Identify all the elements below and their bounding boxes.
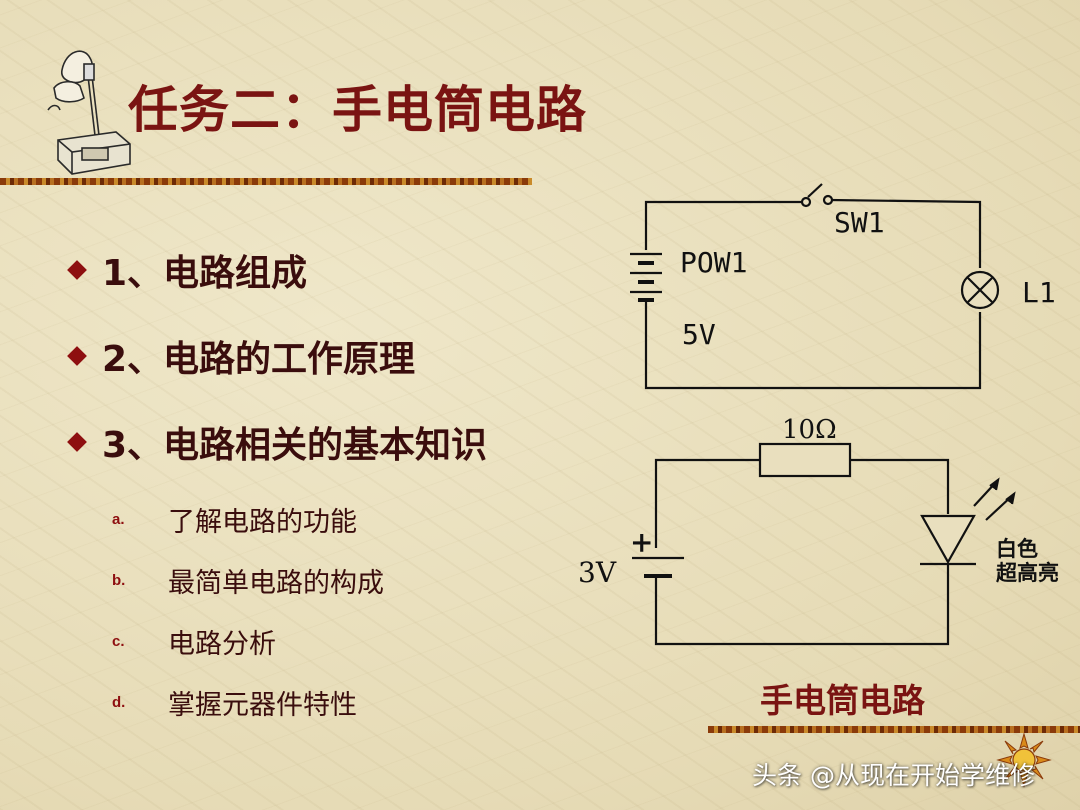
- led-label-line1: 白色: [996, 537, 1038, 561]
- led-label-line2: 超高亮: [996, 561, 1059, 585]
- title-divider: [0, 178, 532, 185]
- battery-3v-label: 3V: [578, 556, 617, 589]
- battery-3v-icon: [632, 556, 684, 578]
- voltage-label: 5V: [682, 318, 716, 351]
- circuit-schematics: SW1 POW1 5V L1 10Ω 3V + 白色 超高亮: [578, 183, 1059, 646]
- watermark-text: 头条 @从现在开始学维修: [752, 761, 1035, 790]
- diamond-bullet-icon: [67, 260, 87, 280]
- bullet-item: 3、电路相关的基本知识: [66, 416, 487, 468]
- led-icon: [920, 477, 1016, 566]
- sub-item-text: 电路分析: [168, 629, 276, 660]
- sub-item-letter: d.: [112, 694, 126, 711]
- sub-item: a. 了解电路的功能: [112, 500, 357, 539]
- sub-item-text: 最简单电路的构成: [168, 568, 384, 599]
- sub-item-text: 了解电路的功能: [168, 507, 357, 538]
- switch-contact-icon: [822, 194, 834, 206]
- sub-item: b. 最简单电路的构成: [112, 561, 384, 600]
- sun-decoration-icon: [996, 732, 1052, 788]
- bullet-item: 1、电路组成: [66, 244, 307, 296]
- lamp-label: L1: [1022, 276, 1056, 309]
- sub-item: c. 电路分析: [112, 622, 276, 661]
- sub-item-letter: a.: [112, 511, 125, 528]
- bullet-label: 1、电路组成: [102, 253, 308, 294]
- sub-item-letter: b.: [112, 572, 126, 589]
- slide-title: 任务二：手电筒电路: [128, 81, 587, 139]
- screwdriver-multimeter-illustration: [47, 50, 131, 175]
- switch-label: SW1: [834, 206, 885, 239]
- circuit-caption: 手电筒电路: [760, 681, 925, 720]
- sub-item-letter: c.: [112, 633, 125, 650]
- diamond-bullet-icon: [67, 346, 87, 366]
- diamond-bullet-icon: [67, 432, 87, 452]
- resistor-icon: [758, 442, 852, 478]
- switch-lever-icon: [807, 183, 823, 198]
- bullet-label: 3、电路相关的基本知识: [102, 425, 488, 466]
- resistor-label: 10Ω: [782, 415, 837, 445]
- power-label: POW1: [680, 246, 747, 279]
- sub-item-text: 掌握元器件特性: [168, 690, 357, 721]
- bottom-circuit: [632, 442, 1016, 646]
- lamp-icon: [960, 270, 1000, 310]
- top-circuit: [630, 183, 1000, 390]
- battery-icon: [630, 252, 662, 302]
- bullet-label: 2、电路的工作原理: [102, 339, 416, 380]
- plus-sign: +: [630, 526, 653, 559]
- sub-item: d. 掌握元器件特性: [112, 683, 357, 722]
- switch-contact-icon: [800, 196, 812, 208]
- bullet-item: 2、电路的工作原理: [66, 330, 415, 382]
- caption-divider: [708, 726, 1080, 733]
